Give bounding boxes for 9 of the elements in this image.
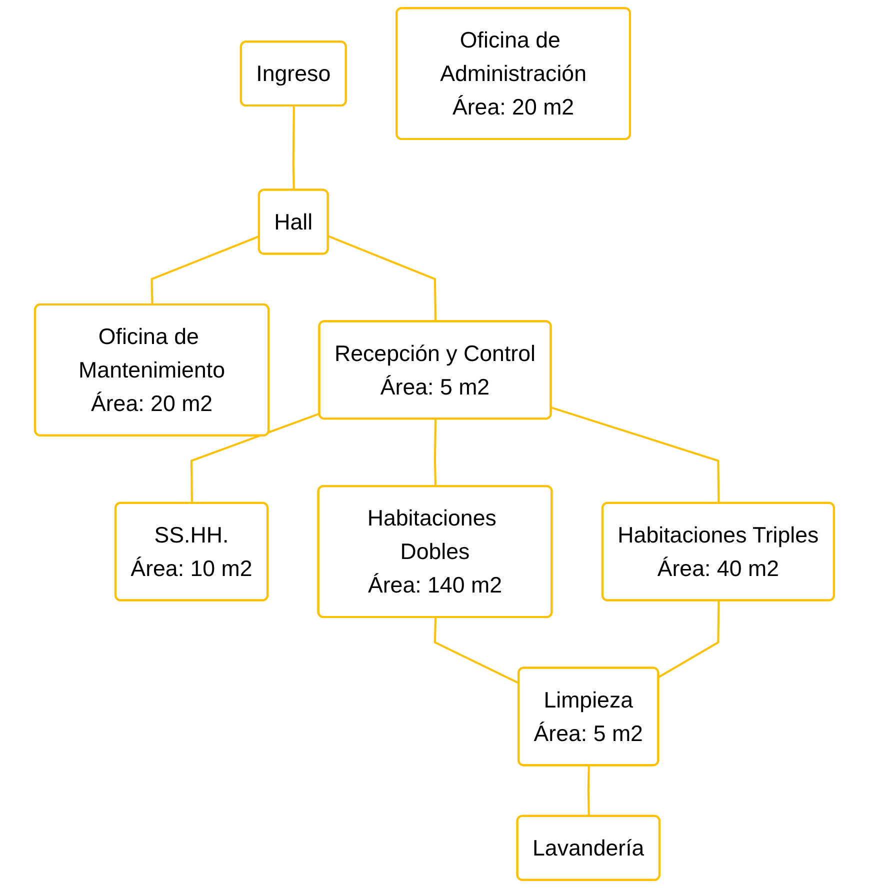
connector [292, 106, 295, 190]
connector [328, 235, 436, 322]
connector [434, 618, 520, 684]
connector [434, 419, 436, 487]
connector [190, 412, 320, 504]
connector [150, 235, 260, 305]
connector [658, 600, 720, 678]
connector [587, 766, 590, 816]
connector [550, 406, 720, 504]
